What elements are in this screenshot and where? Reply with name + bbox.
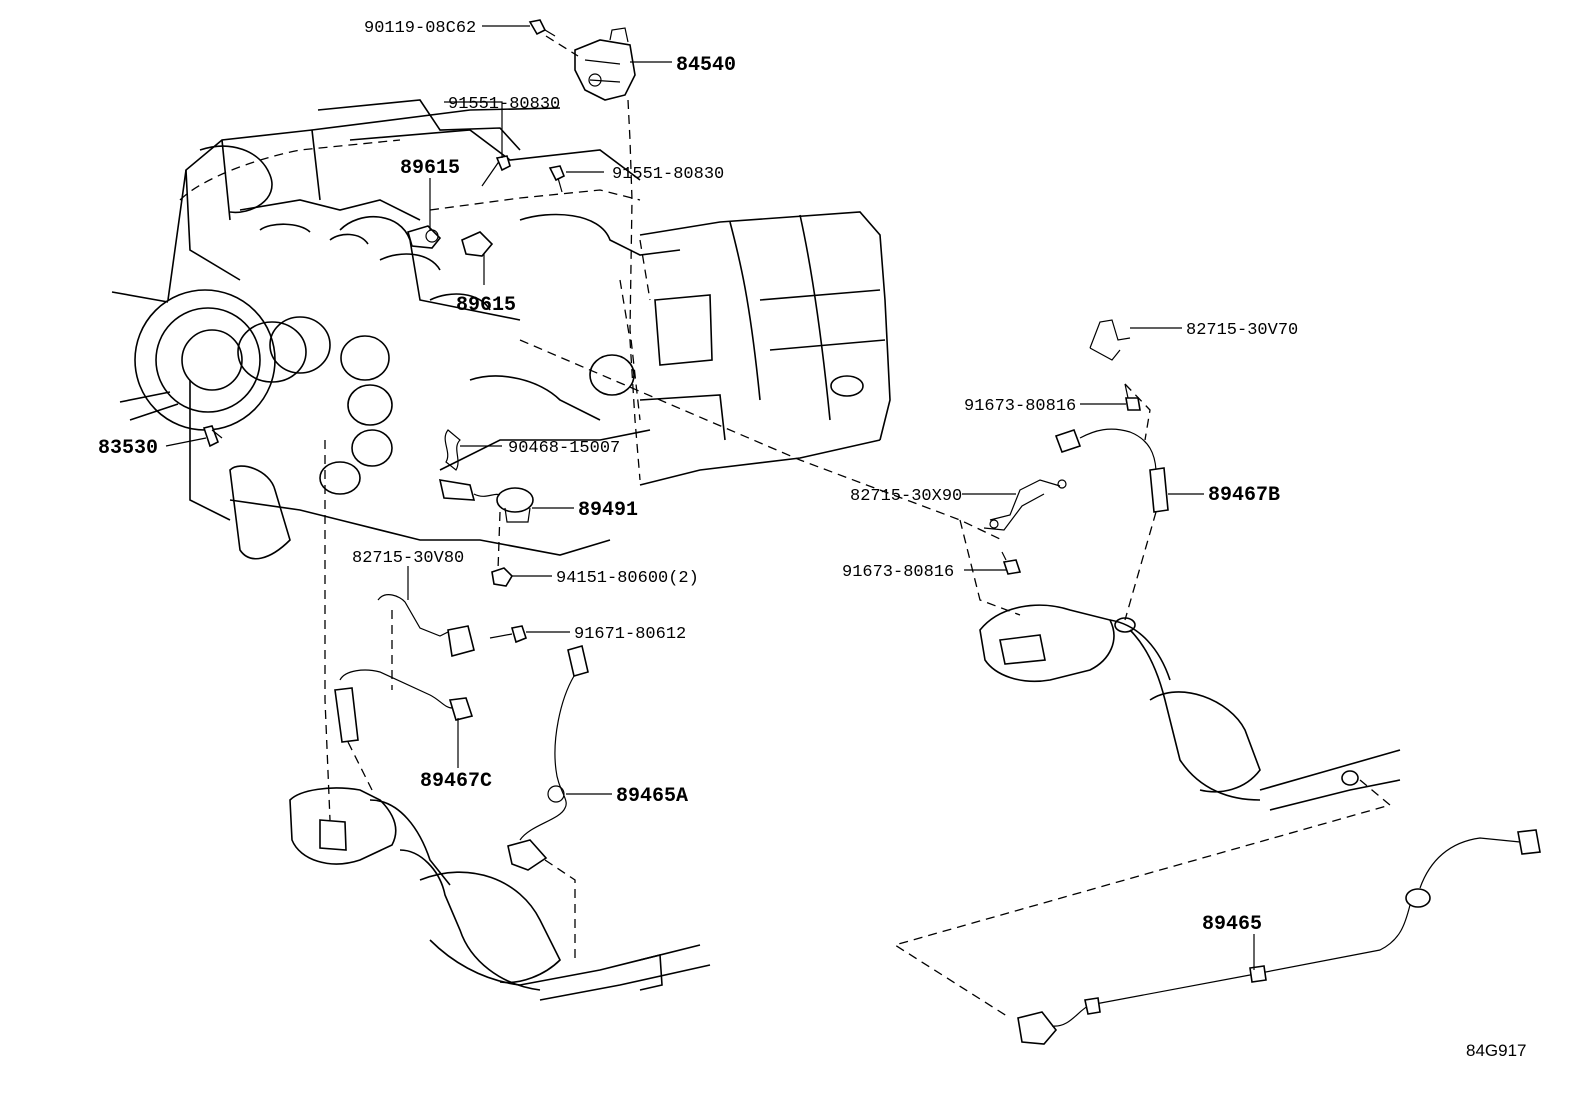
label-90119-08C62[interactable]: 90119-08C62	[364, 19, 476, 38]
part-82715-30V70-bracket[interactable]	[1089, 319, 1131, 361]
part-labels: 90119-08C62 84540 91551-80830 91551-8083…	[98, 19, 1527, 1060]
label-94151-80600[interactable]: 94151-80600(2)	[556, 569, 699, 588]
label-82715-30V80[interactable]: 82715-30V80	[352, 549, 464, 568]
part-82715-30V80-bracket[interactable]	[377, 594, 475, 658]
part-89465-sensor[interactable]	[1017, 829, 1541, 1045]
label-90468-15007[interactable]: 90468-15007	[508, 439, 620, 458]
part-89465A-sensor[interactable]	[507, 644, 589, 871]
label-89491[interactable]: 89491	[578, 499, 638, 522]
label-91671-80612[interactable]: 91671-80612	[574, 625, 686, 644]
part-89467C-sensor[interactable]	[334, 669, 474, 743]
part-84540-switch[interactable]	[574, 27, 636, 101]
label-89465[interactable]: 89465	[1202, 913, 1262, 936]
part-89491-sensor[interactable]	[438, 479, 534, 523]
label-89615-upper[interactable]: 89615	[400, 157, 460, 180]
diagram-id: 84G917	[1466, 1041, 1527, 1060]
label-82715-30V70[interactable]: 82715-30V70	[1186, 321, 1298, 340]
part-91551-bolt-a[interactable]	[481, 155, 511, 187]
part-91673-bolt-a[interactable]	[1124, 383, 1141, 411]
left-exhaust-illustration	[289, 787, 711, 1001]
connection-lines	[324, 35, 1392, 1019]
leader-lines	[165, 25, 1255, 970]
label-89467C[interactable]: 89467C	[420, 770, 492, 793]
part-89615-sensor-lower[interactable]	[461, 231, 494, 257]
label-91673-80816-a[interactable]: 91673-80816	[964, 397, 1076, 416]
part-91671-bolt[interactable]	[489, 625, 527, 644]
label-91673-80816-b[interactable]: 91673-80816	[842, 563, 954, 582]
part-91673-bolt-b[interactable]	[1001, 551, 1022, 575]
right-exhaust-illustration	[979, 604, 1401, 811]
label-89465A[interactable]: 89465A	[616, 785, 688, 808]
part-89615-sensor-upper[interactable]	[407, 225, 442, 249]
part-91551-bolt-b[interactable]	[548, 165, 566, 193]
label-83530[interactable]: 83530	[98, 437, 158, 460]
part-82715-30X90-bracket[interactable]	[983, 479, 1067, 531]
label-82715-30X90[interactable]: 82715-30X90	[850, 487, 962, 506]
part-90119-bolt[interactable]	[528, 19, 556, 37]
label-89615-lower[interactable]: 89615	[456, 294, 516, 317]
part-89467B-sensor[interactable]	[1054, 428, 1169, 513]
label-84540[interactable]: 84540	[676, 54, 736, 77]
label-91551-80830-a[interactable]: 91551-80830	[448, 95, 560, 114]
engine-illustration	[111, 99, 891, 560]
label-89467B[interactable]: 89467B	[1208, 484, 1280, 507]
part-94151-nut[interactable]	[491, 567, 514, 587]
label-91551-80830-b[interactable]: 91551-80830	[612, 165, 724, 184]
part-90468-clamp[interactable]	[444, 429, 461, 471]
part-83530-sender[interactable]	[202, 425, 223, 448]
